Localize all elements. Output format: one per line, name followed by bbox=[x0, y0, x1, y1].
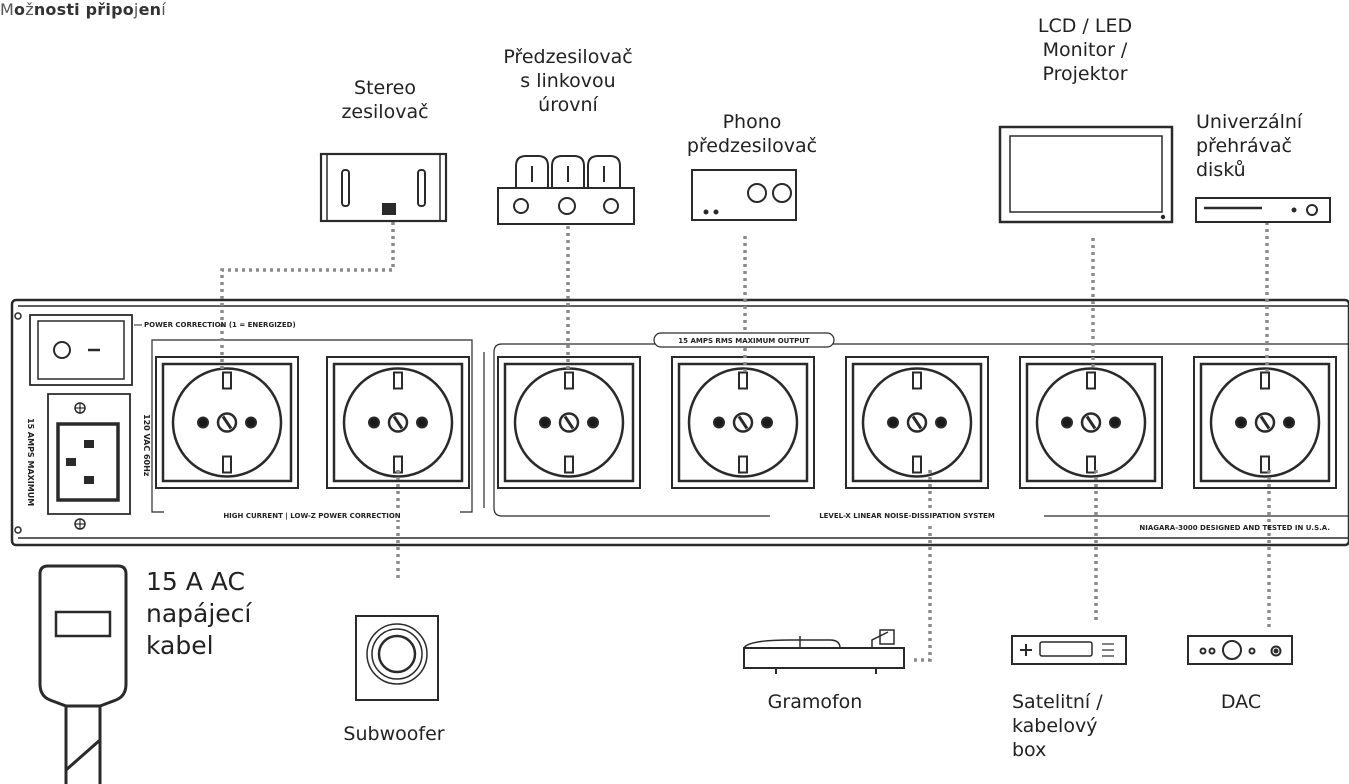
stereo-amplifier-icon bbox=[319, 152, 448, 223]
turntable-icon bbox=[743, 629, 905, 674]
connection-lines bbox=[220, 222, 1271, 662]
label-subwoofer: Subwoofer bbox=[343, 723, 445, 745]
voltage-label: 120 VAC 60Hz bbox=[142, 414, 151, 477]
power-cable-icon bbox=[38, 564, 128, 784]
power-outlet[interactable] bbox=[155, 356, 299, 489]
label-disc-player: Univerzální přehrávač disků bbox=[1196, 111, 1303, 181]
monitor-icon bbox=[998, 125, 1174, 224]
label-phono-preamp: Phono předzesilovač bbox=[686, 111, 818, 157]
power-outlet[interactable] bbox=[1193, 356, 1337, 489]
power-outlet[interactable] bbox=[845, 356, 989, 489]
disc-player-icon bbox=[1195, 197, 1331, 223]
high-current-label: HIGH CURRENT | LOW-Z POWER CORRECTION bbox=[223, 512, 400, 521]
power-strip-panel bbox=[10, 298, 1349, 547]
rms-output-badge: 15 AMPS RMS MAXIMUM OUTPUT bbox=[653, 332, 835, 348]
satellite-box-icon bbox=[1011, 635, 1127, 665]
subwoofer-icon bbox=[355, 615, 439, 701]
power-outlet[interactable] bbox=[671, 356, 815, 489]
page-title: Možnosti připojení bbox=[0, 0, 166, 19]
svg-text:15 AMPS RMS MAXIMUM OUTPUT: 15 AMPS RMS MAXIMUM OUTPUT bbox=[678, 337, 810, 345]
label-power-cable: 15 A AC napájecí kabel bbox=[146, 567, 252, 660]
level-x-label: LEVEL-X LINEAR NOISE-DISSIPATION SYSTEM bbox=[819, 512, 995, 520]
iec-power-inlet bbox=[47, 393, 131, 530]
dac-icon bbox=[1187, 635, 1293, 665]
power-outlet[interactable] bbox=[1019, 356, 1163, 489]
label-turntable: Gramofon bbox=[767, 691, 863, 713]
niagara-label: NIAGARA-3000 DESIGNED AND TESTED IN U.S.… bbox=[1139, 524, 1330, 532]
label-dac: DAC bbox=[1220, 691, 1262, 713]
power-outlet[interactable] bbox=[326, 356, 470, 489]
label-satellite-box: Satelitní / kabelový box bbox=[1012, 691, 1103, 761]
amps-max-label: 15 AMPS MAXIMUM bbox=[26, 418, 35, 506]
power-correction-label: POWER CORRECTION (1 = ENERGIZED) bbox=[144, 321, 296, 329]
label-monitor: LCD / LED Monitor / Projektor bbox=[1037, 15, 1133, 85]
power-switch[interactable] bbox=[29, 314, 133, 386]
tube-preamp-icon bbox=[497, 155, 635, 225]
label-stereo-amplifier: Stereo zesilovač bbox=[341, 77, 429, 123]
power-outlet[interactable] bbox=[497, 356, 641, 489]
label-line-preamp: Předzesilovač s linkovou úrovní bbox=[503, 46, 633, 116]
phono-preamp-icon bbox=[691, 169, 797, 221]
